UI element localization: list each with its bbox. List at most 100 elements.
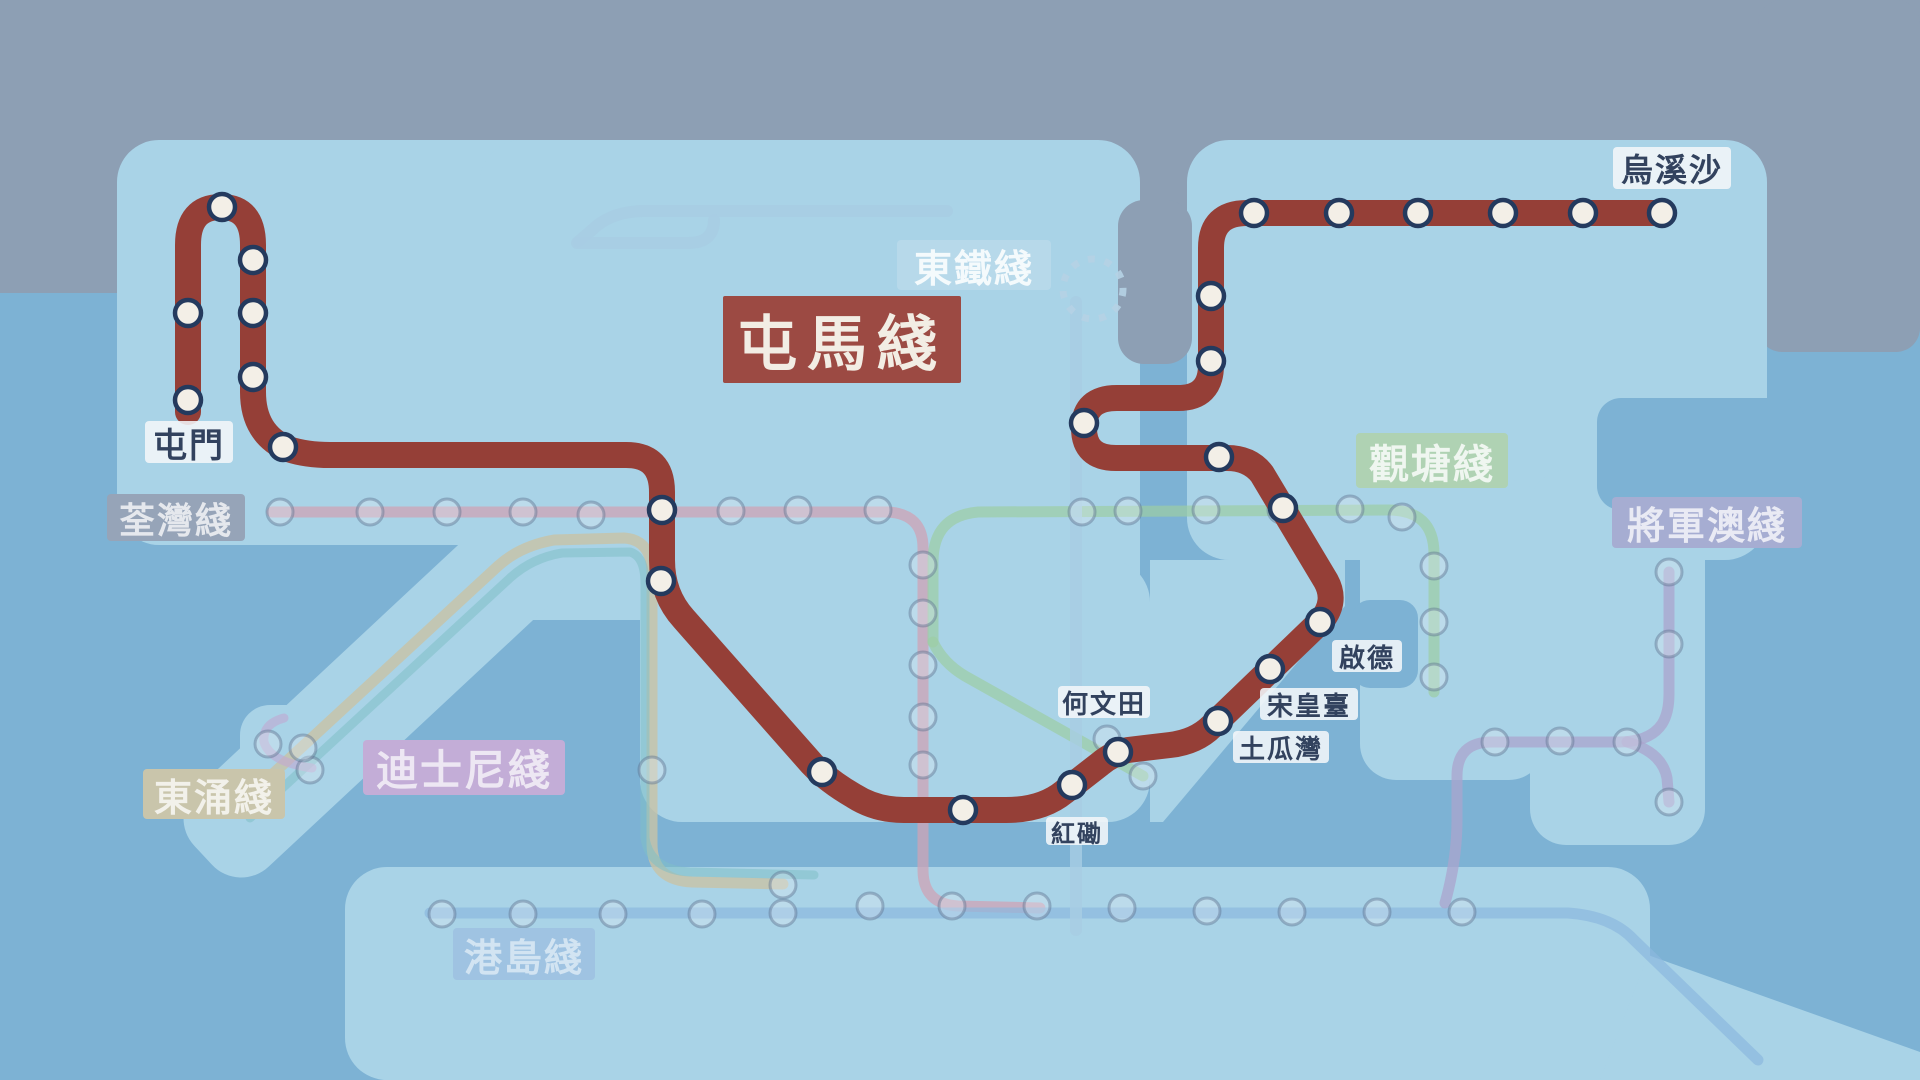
- faded-station-marker: [768, 898, 798, 928]
- tuen-ma-station-marker: [646, 494, 678, 526]
- tuen-ma-station-marker: [172, 297, 204, 329]
- faded-station-marker: [1480, 727, 1510, 757]
- faded-station-marker: [637, 755, 667, 785]
- faded-station-marker: [576, 500, 606, 530]
- faded-station-marker: [1191, 495, 1221, 525]
- faded-station-marker: [855, 891, 885, 921]
- faded-station-marker: [768, 870, 798, 900]
- faded-station-marker: [1128, 761, 1158, 791]
- tuen-ma-station-marker: [267, 431, 299, 463]
- tsuen-wan-line: [266, 506, 1046, 914]
- faded-station-marker: [253, 729, 283, 759]
- tuen-ma-station-marker: [1567, 197, 1599, 229]
- racecourse-loop-icon: [1059, 255, 1127, 323]
- tuen-ma-station-marker: [1202, 705, 1234, 737]
- station-label: 啟德: [1332, 640, 1402, 674]
- faded-station-marker: [1335, 494, 1365, 524]
- tuen-ma-station-marker: [1102, 736, 1134, 768]
- faded-station-marker: [508, 497, 538, 527]
- faded-station-marker: [1022, 891, 1052, 921]
- tuen-ma-station-marker: [1254, 653, 1286, 685]
- faded-station-marker: [1545, 726, 1575, 756]
- tuen-ma-station-marker: [1267, 492, 1299, 524]
- line-name-label: 將軍澳綫: [1612, 497, 1802, 548]
- faded-station-marker: [908, 598, 938, 628]
- faded-station-marker: [1113, 496, 1143, 526]
- faded-station-marker: [863, 495, 893, 525]
- faded-station-marker: [295, 755, 325, 785]
- tuen-ma-station-marker: [172, 384, 204, 416]
- tuen-ma-station-marker: [1238, 197, 1270, 229]
- line-name-label: 荃灣綫: [107, 494, 245, 542]
- tuen-ma-station-marker: [645, 565, 677, 597]
- kwun-tong-line: [927, 636, 1149, 782]
- faded-station-marker: [288, 733, 318, 763]
- east-rail-line: [572, 205, 953, 248]
- station-label: 紅磡: [1046, 817, 1108, 848]
- faded-station-marker: [908, 702, 938, 732]
- tuen-ma-station-marker: [1402, 197, 1434, 229]
- line-name-label: 港島綫: [453, 928, 595, 980]
- line-name-label: 東涌綫: [143, 769, 285, 820]
- tuen-ma-station-marker: [237, 297, 269, 329]
- faded-station-marker: [432, 497, 462, 527]
- faded-station-marker: [1654, 629, 1684, 659]
- east-rail-line: [571, 214, 720, 249]
- tuen-ma-station-marker: [1487, 197, 1519, 229]
- disneyland-line: [259, 713, 317, 773]
- tuen-ma-station-marker: [1195, 345, 1227, 377]
- faded-station-marker: [908, 550, 938, 580]
- tuen-ma-station-marker: [1195, 280, 1227, 312]
- airport-express-line: [245, 547, 819, 880]
- tuen-ma-station-marker: [237, 361, 269, 393]
- tuen-ma-station-marker: [1068, 407, 1100, 439]
- faded-station-marker: [1277, 897, 1307, 927]
- faded-station-marker: [1654, 787, 1684, 817]
- faded-station-marker: [1654, 557, 1684, 587]
- faded-station-marker: [1447, 897, 1477, 927]
- faded-station-marker: [1419, 607, 1449, 637]
- faded-station-marker: [1612, 727, 1642, 757]
- faded-station-marker: [687, 899, 717, 929]
- faded-station-marker: [937, 891, 967, 921]
- tuen-ma-station-marker: [1304, 606, 1336, 638]
- faded-station-marker: [508, 899, 538, 929]
- faded-station-marker: [598, 899, 628, 929]
- faded-station-marker: [1419, 662, 1449, 692]
- line-name-label: 迪士尼綫: [363, 740, 565, 795]
- tuen-ma-station-marker: [206, 191, 238, 223]
- tuen-ma-station-marker: [806, 756, 838, 788]
- kwun-tong-line: [927, 504, 1440, 698]
- faded-station-marker: [716, 496, 746, 526]
- faded-station-marker: [1067, 497, 1097, 527]
- tuen-ma-station-marker: [1203, 441, 1235, 473]
- line-name-label: 觀塘綫: [1356, 433, 1508, 488]
- tseung-kwan-o-line: [1439, 566, 1675, 909]
- faded-station-marker: [1387, 502, 1417, 532]
- faded-station-marker: [1419, 551, 1449, 581]
- tseung-kwan-o-line: [1621, 736, 1675, 808]
- station-label: 屯門: [145, 421, 233, 466]
- tuen-ma-station-marker: [1646, 197, 1678, 229]
- tuen-ma-line-title: 屯馬綫: [723, 296, 961, 383]
- station-label: 烏溪沙: [1613, 147, 1731, 189]
- faded-station-marker: [427, 899, 457, 929]
- faded-station-marker: [1107, 893, 1137, 923]
- tuen-ma-station-marker: [237, 244, 269, 276]
- faded-station-marker: [355, 497, 385, 527]
- line-name-label: 東鐵綫: [897, 240, 1051, 291]
- faded-station-marker: [1362, 897, 1392, 927]
- station-label: 土瓜灣: [1233, 731, 1329, 765]
- faded-station-marker: [783, 495, 813, 525]
- tuen-ma-station-marker: [1056, 769, 1088, 801]
- faded-station-marker: [1192, 896, 1222, 926]
- faded-station-marker: [908, 650, 938, 680]
- tuen-ma-station-marker: [1323, 197, 1355, 229]
- faded-station-marker: [265, 497, 295, 527]
- island-line: [424, 907, 1764, 1066]
- rail-lines-layer: [172, 191, 1764, 1066]
- tuen-ma-station-marker: [947, 794, 979, 826]
- tung-chung-line: [232, 532, 789, 890]
- station-label: 宋皇臺: [1260, 688, 1358, 722]
